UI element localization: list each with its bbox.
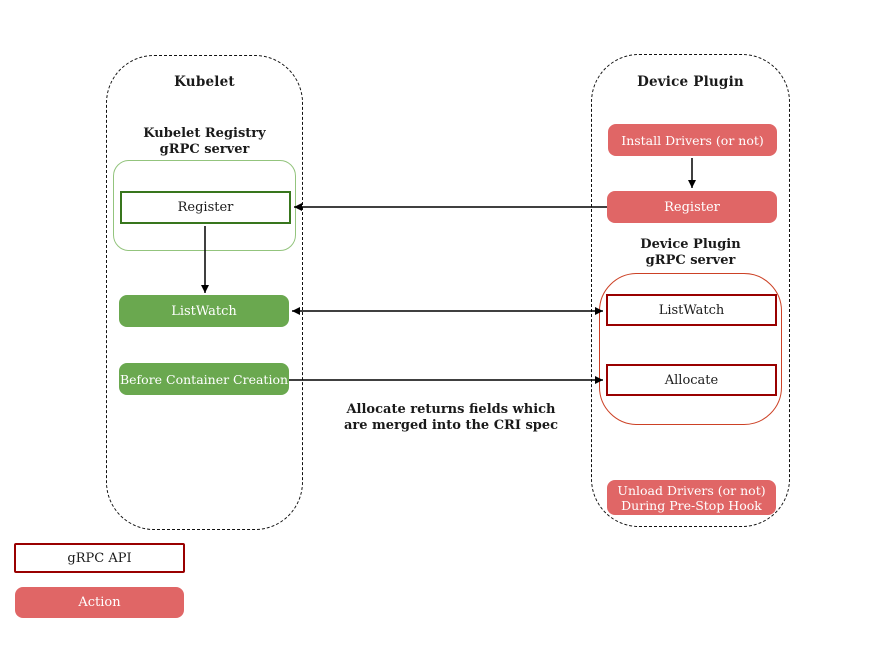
unload-drivers-node: Unload Drivers (or not) During Pre-Stop … <box>607 480 776 515</box>
allocate-label: Allocate <box>664 372 719 388</box>
device-plugin-listwatch-node: ListWatch <box>606 294 777 326</box>
kubelet-registry-server-label-line1: Kubelet Registry <box>143 126 266 141</box>
allocate-node: Allocate <box>606 364 777 396</box>
legend-grpc-api-label: gRPC API <box>67 550 132 566</box>
kubelet-register-node: Register <box>120 191 291 224</box>
device-plugin-grpc-server-label: Device Plugin gRPC server <box>591 237 790 269</box>
device-plugin-grpc-server-label-line1: Device Plugin <box>640 237 741 252</box>
before-container-creation-label: Before Container Creation <box>119 371 289 387</box>
kubelet-listwatch-label: ListWatch <box>171 303 237 319</box>
kubelet-register-label: Register <box>177 200 234 215</box>
allocate-annotation: Allocate returns fields which are merged… <box>340 402 562 433</box>
device-plugin-title: Device Plugin <box>637 74 744 90</box>
before-container-creation-node: Before Container Creation <box>119 363 289 395</box>
legend-action-label: Action <box>78 595 121 610</box>
kubelet-registry-server-label-line2: gRPC server <box>159 142 250 157</box>
allocate-annotation-line1: Allocate returns fields which <box>346 402 556 417</box>
kubelet-registry-server-label: Kubelet Registry gRPC server <box>106 126 303 158</box>
device-plugin-listwatch-label: ListWatch <box>658 302 725 318</box>
kubelet-container <box>106 55 303 530</box>
legend-action: Action <box>15 587 184 618</box>
unload-drivers-label-line2: During Pre-Stop Hook <box>621 497 762 513</box>
unload-drivers-label-line1: Unload Drivers (or not) <box>617 482 766 498</box>
device-plugin-register-node: Register <box>607 191 777 223</box>
allocate-annotation-line2: are merged into the CRI spec <box>343 417 559 433</box>
kubelet-listwatch-node: ListWatch <box>119 295 289 327</box>
install-drivers-node: Install Drivers (or not) <box>608 124 777 156</box>
device-plugin-container <box>591 54 790 527</box>
install-drivers-label: Install Drivers (or not) <box>621 132 764 148</box>
kubelet-title: Kubelet <box>174 74 235 90</box>
device-plugin-grpc-server-label-line2: gRPC server <box>645 253 736 268</box>
device-plugin-register-label: Register <box>664 199 720 215</box>
legend-grpc-api: gRPC API <box>14 543 185 573</box>
